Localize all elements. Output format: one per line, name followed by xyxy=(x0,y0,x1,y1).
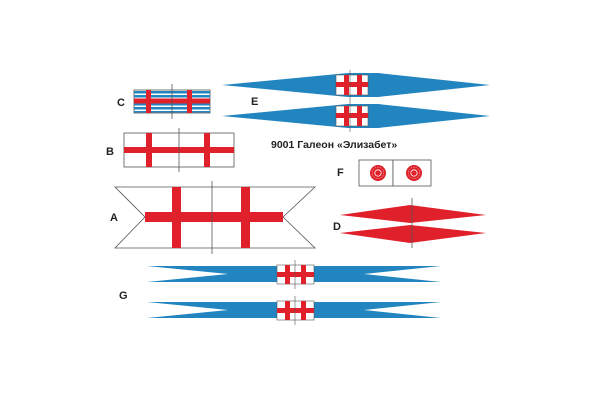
label-f: F xyxy=(337,167,344,179)
flag-b xyxy=(123,128,235,172)
flag-e xyxy=(222,70,490,132)
label-b: B xyxy=(106,146,114,158)
label-e: E xyxy=(251,96,258,108)
label-c: C xyxy=(117,97,125,109)
flag-g xyxy=(147,260,441,325)
flag-f xyxy=(358,159,432,187)
flag-a xyxy=(114,181,317,254)
label-d: D xyxy=(333,221,341,233)
flag-d xyxy=(340,198,486,248)
flag-c xyxy=(133,84,211,119)
label-g: G xyxy=(119,290,128,302)
page-title: 9001 Галеон «Элизабет» xyxy=(271,139,397,151)
label-a: A xyxy=(110,212,118,224)
